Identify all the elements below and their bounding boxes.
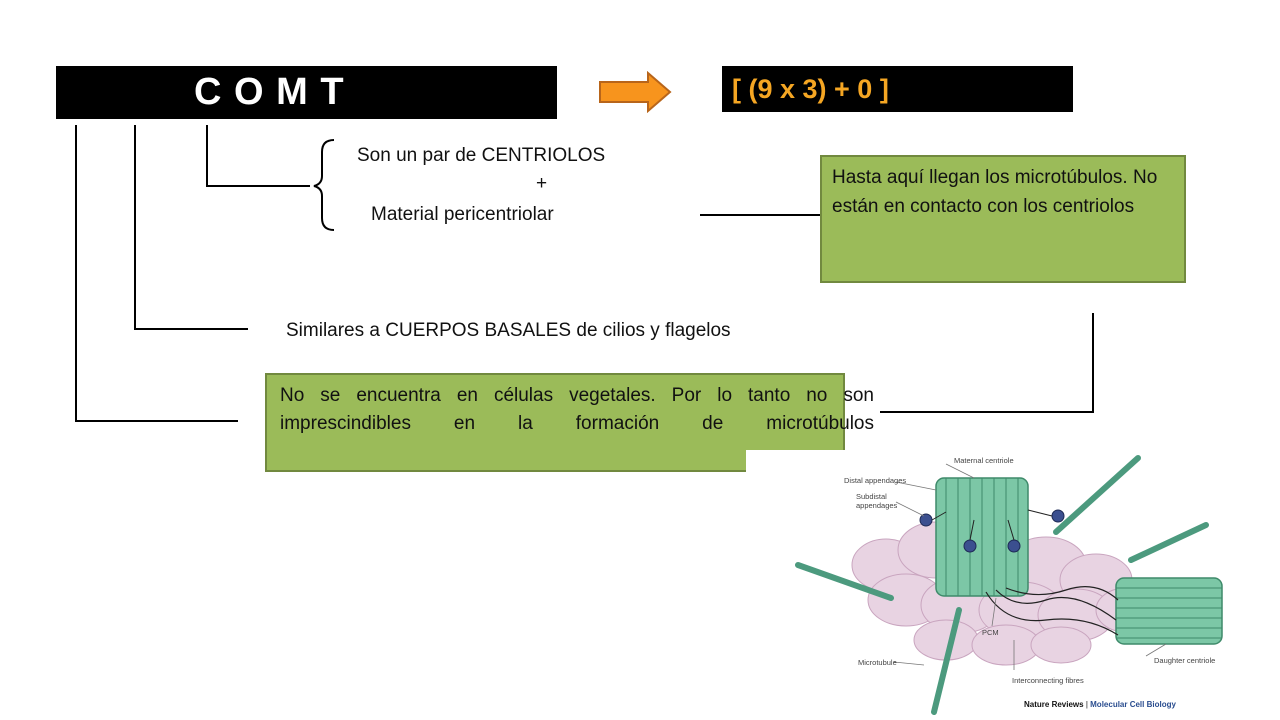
brace-icon — [313, 139, 335, 231]
daughter-centriole — [1115, 577, 1223, 645]
plus-sign: + — [536, 173, 548, 194]
maternal-centriole — [935, 477, 1029, 597]
appendages — [919, 509, 1065, 553]
figure-credit: Nature Reviews | Molecular Cell Biology — [1024, 700, 1176, 709]
centrioles-note: Son un par de CENTRIOLOS — [357, 145, 606, 166]
comt-title-bar: C O M T — [56, 66, 557, 119]
microtubules — [795, 455, 1209, 715]
label-daughter-centriole: Daughter centriole — [1154, 656, 1216, 665]
pericentriolar-note: Material pericentriolar — [371, 204, 554, 225]
arrow-right-icon — [599, 71, 672, 113]
label-maternal-centriole: Maternal centriole — [954, 456, 1014, 465]
label-pcm: PCM — [982, 628, 999, 637]
centrosome-illustration — [795, 455, 1223, 715]
microtubules-end-box: Hasta aquí llegan los microtúbulos. No e… — [820, 155, 1186, 283]
connector-basal-bodies — [134, 125, 248, 330]
formula-bar: [ (9 x 3) + 0 ] — [722, 66, 1073, 112]
credit-separator: | — [1085, 700, 1091, 709]
centrosome-figure: Maternal centriole Distal appendages Sub… — [746, 450, 1280, 720]
connector-box-plantnote — [880, 313, 1094, 413]
comt-title: C O M T — [194, 71, 345, 113]
plant-cells-text: No se encuentra en células vegetales. Po… — [280, 385, 874, 434]
credit-section: Molecular Cell Biology — [1090, 700, 1176, 709]
interconnecting-fibres — [985, 586, 1119, 636]
label-microtubule: Microtubule — [858, 658, 897, 667]
microtubules-end-text: Hasta aquí llegan los microtúbulos. No e… — [832, 167, 1158, 217]
connector-plant-cells — [75, 125, 238, 422]
connector-centrioles — [206, 125, 310, 187]
label-distal-appendages: Distal appendages — [844, 476, 907, 485]
credit-journal: Nature Reviews — [1024, 700, 1084, 709]
label-subdistal-appendages: Subdistal appendages — [856, 492, 898, 510]
basal-bodies-note: Similares a CUERPOS BASALES de cilios y … — [286, 320, 731, 341]
label-interconnecting-fibres: Interconnecting fibres — [1012, 676, 1084, 685]
formula-text: [ (9 x 3) + 0 ] — [732, 74, 889, 104]
